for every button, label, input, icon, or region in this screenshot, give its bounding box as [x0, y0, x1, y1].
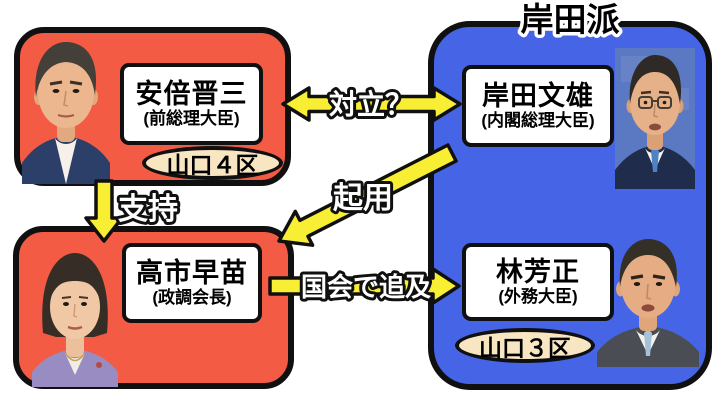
conflict-label: 対立？ — [329, 88, 413, 120]
abe-photo — [22, 33, 110, 184]
takaichi-name: 高市早苗 — [136, 257, 248, 288]
kishida-name: 岸田文雄 — [482, 80, 594, 111]
hayashi-title: (外務大臣) — [498, 286, 578, 306]
hayashi-namecard: 林芳正 (外務大臣) — [462, 243, 614, 321]
appointment-label: 起用 — [333, 182, 393, 215]
kishida-portrait-icon — [615, 48, 695, 189]
support-label: 支持 — [118, 193, 178, 226]
hayashi-district-badge: 山口３区 — [455, 328, 595, 363]
takaichi-portrait-icon — [32, 253, 118, 387]
kishida-namecard: 岸田文雄 (内閣総理大臣) — [462, 65, 614, 147]
pursuit-label: 国会で追及 — [301, 272, 431, 302]
abe-district-badge: 山口４区 — [142, 146, 283, 180]
abe-district-label: 山口４区 — [166, 152, 259, 178]
hayashi-district-label: 山口３区 — [479, 334, 571, 361]
hayashi-photo — [597, 235, 699, 367]
kishida-title: (内閣総理大臣) — [481, 110, 595, 130]
abe-portrait-icon — [22, 41, 110, 184]
abe-namecard: 安倍晋三 (前総理大臣) — [120, 63, 263, 145]
takaichi-photo — [32, 241, 118, 387]
takaichi-namecard: 高市早苗 (政調会長) — [122, 243, 262, 323]
abe-name: 安倍晋三 — [135, 78, 248, 109]
hayashi-name: 林芳正 — [496, 256, 580, 287]
takaichi-title: (政調会長) — [152, 287, 232, 307]
hayashi-portrait-icon — [597, 239, 699, 367]
kishida-photo — [615, 48, 695, 189]
abe-title: (前総理大臣) — [143, 108, 240, 128]
